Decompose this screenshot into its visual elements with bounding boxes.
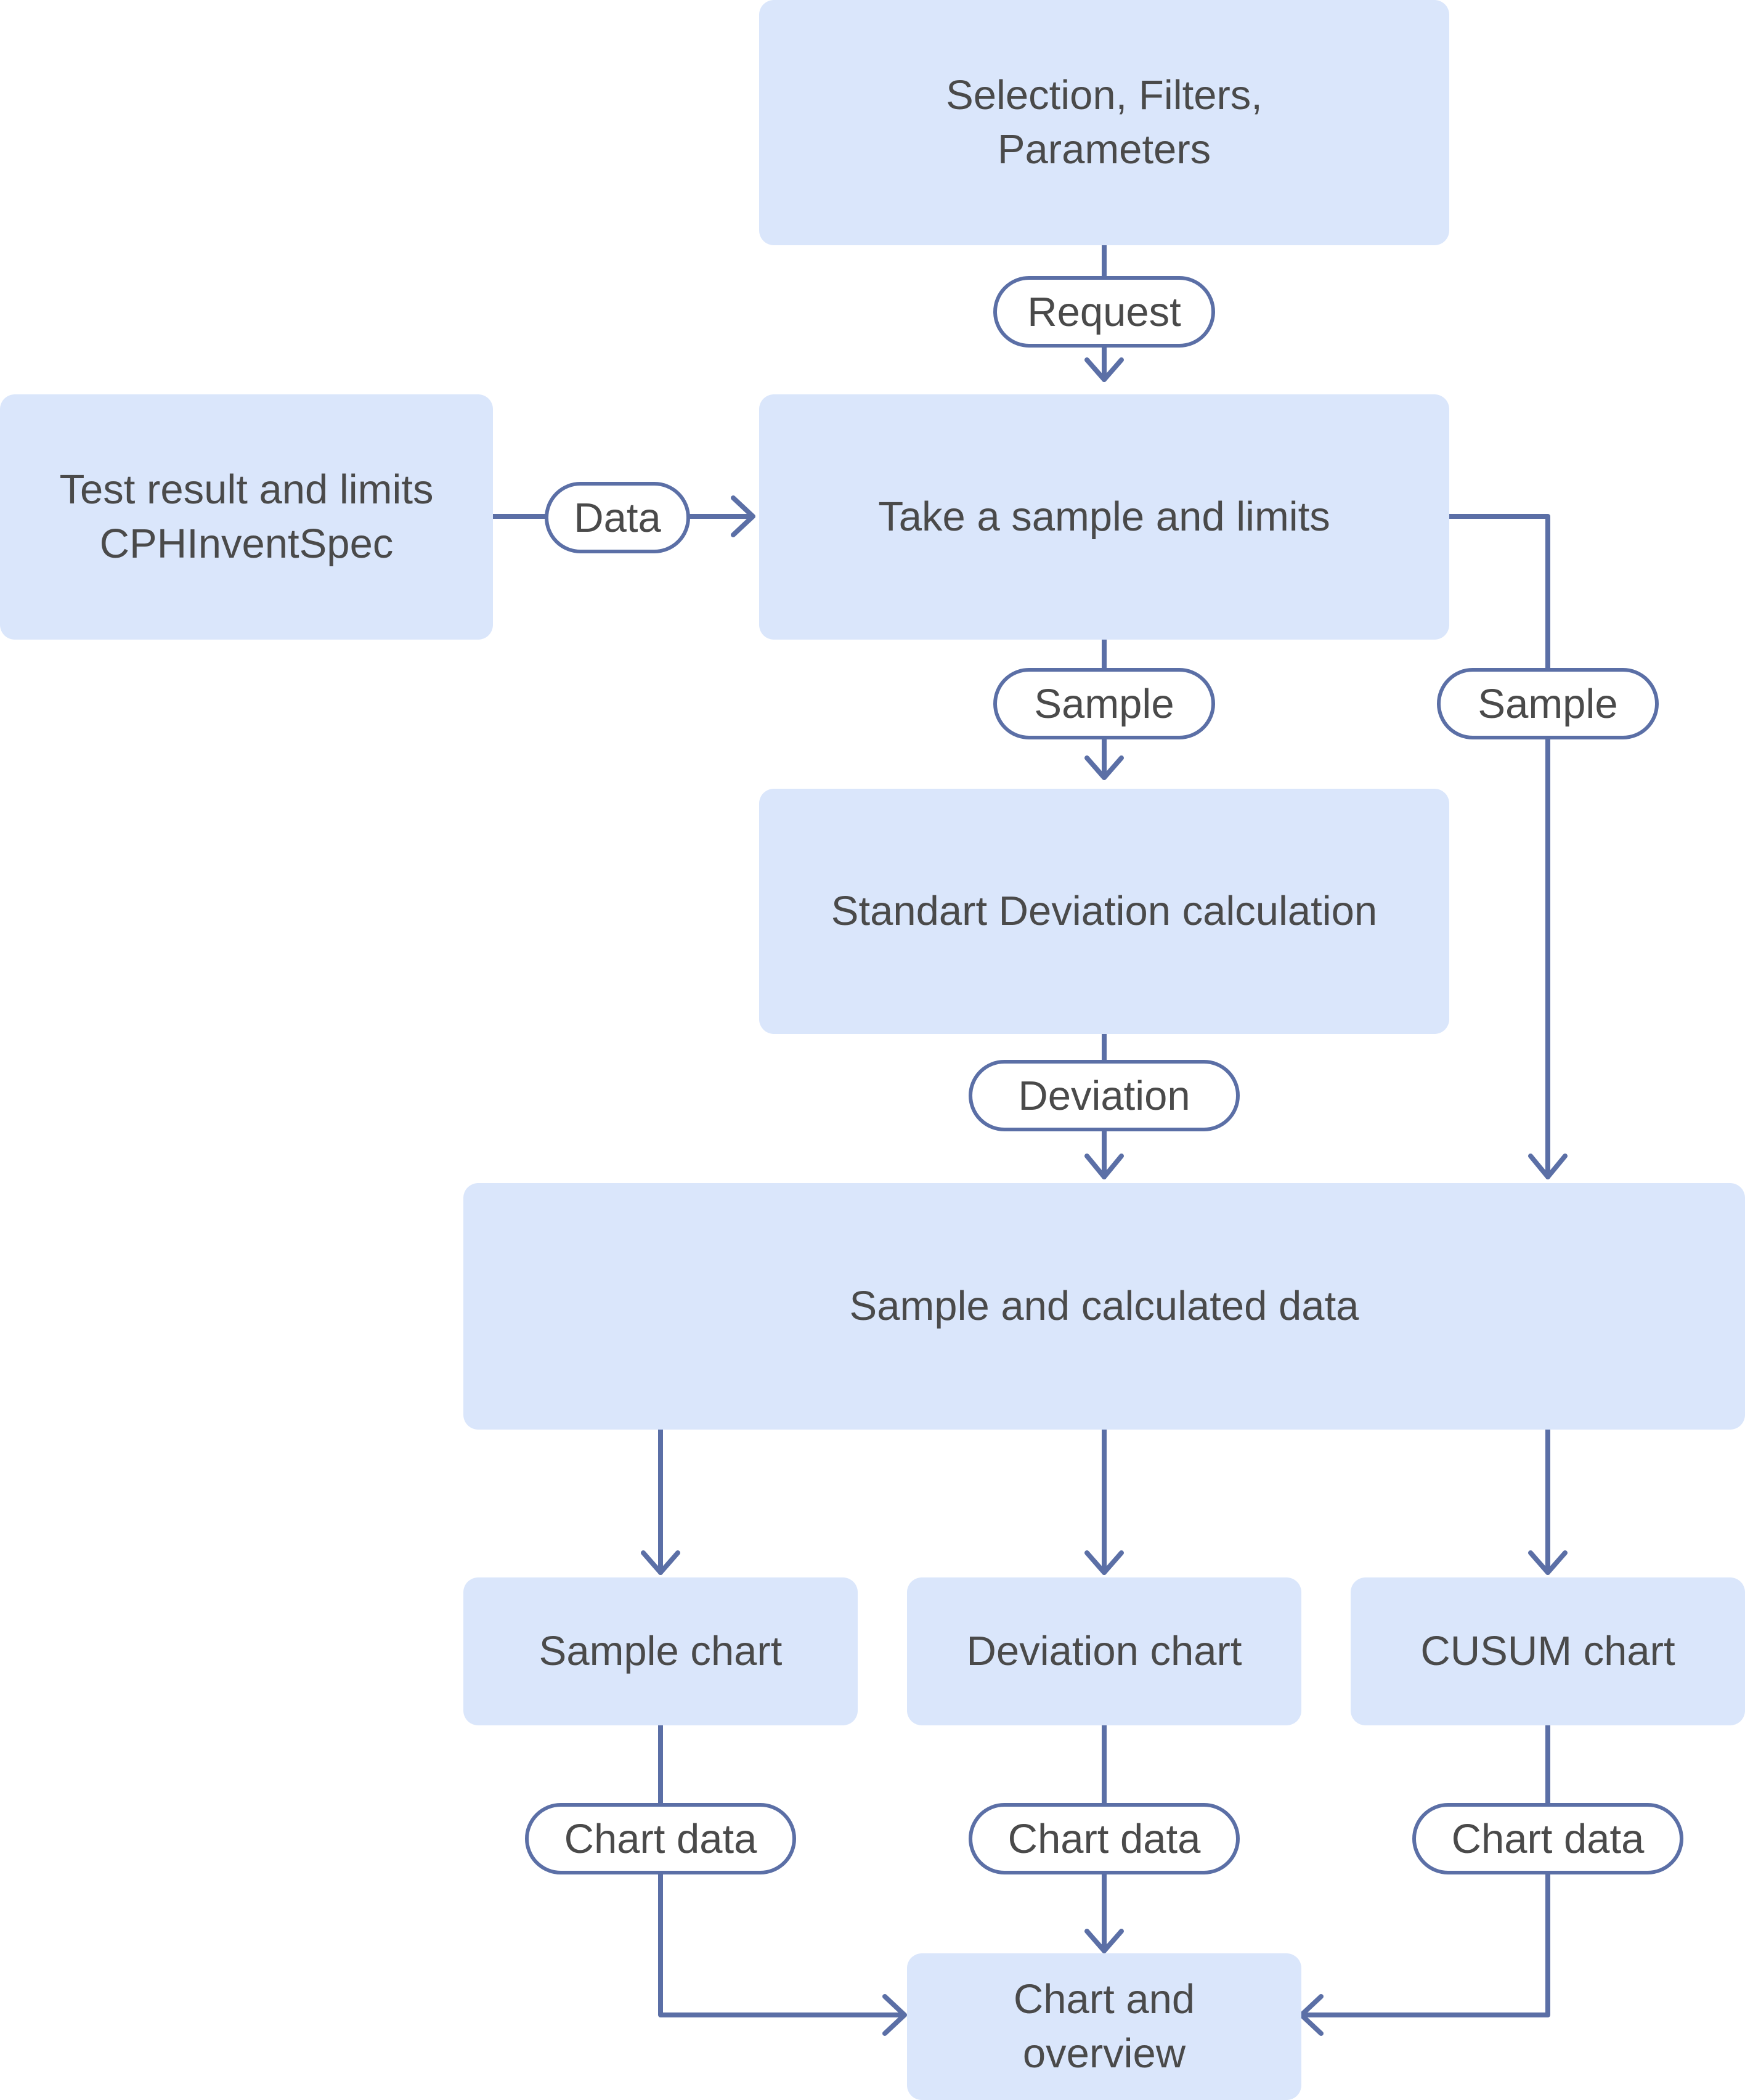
node-label: Standart Deviation calculation — [831, 888, 1378, 934]
node-sample-chart: Sample chart — [463, 1577, 858, 1725]
node-sample-and-calculated-data: Sample and calculated data — [463, 1183, 1745, 1430]
edge-label-request: Request — [993, 276, 1215, 348]
edge-label-deviation: Deviation — [969, 1060, 1240, 1131]
node-selection-filters-parameters: Selection, Filters, Parameters — [759, 0, 1449, 245]
node-label: Take a sample and limits — [878, 494, 1330, 540]
node-label: CUSUM chart — [1420, 1628, 1675, 1674]
arrowhead-overview-top — [1084, 1929, 1124, 1953]
node-label: Sample chart — [539, 1628, 783, 1674]
arrowhead-take-sample — [1084, 357, 1124, 382]
arrowhead-cusum-chart — [1528, 1550, 1568, 1575]
node-standart-deviation-calculation: Standart Deviation calculation — [759, 789, 1449, 1034]
arrowhead-overview-left — [882, 1994, 907, 2036]
arrowhead-std-dev — [1084, 755, 1124, 780]
edge-label-chart-data-mid: Chart data — [969, 1803, 1240, 1874]
arrowhead-sample-chart — [641, 1550, 680, 1575]
arrowhead-sample-calc-mid — [1084, 1154, 1124, 1179]
node-label: Test result and limits CPHInventSpec — [59, 466, 434, 567]
node-label: Selection, Filters, Parameters — [946, 72, 1263, 173]
connector-take-sample-to-sample-calc-right — [1447, 514, 1550, 1179]
arrowhead-sample-calc-right — [1528, 1154, 1568, 1179]
node-label: Chart and overview — [1013, 1976, 1195, 2077]
arrowhead-take-sample-left — [731, 495, 755, 537]
edge-label-data: Data — [545, 482, 690, 553]
node-label: Sample and calculated data — [849, 1283, 1359, 1329]
edge-label-chart-data-left: Chart data — [525, 1803, 796, 1874]
node-cusum-chart: CUSUM chart — [1351, 1577, 1745, 1725]
arrowhead-deviation-chart — [1084, 1550, 1124, 1575]
edge-label-chart-data-right: Chart data — [1412, 1803, 1683, 1874]
node-test-result-and-limits: Test result and limits CPHInventSpec — [0, 394, 493, 640]
node-deviation-chart: Deviation chart — [907, 1577, 1301, 1725]
arrowhead-overview-right — [1299, 1994, 1324, 2036]
edge-label-sample-mid: Sample — [993, 668, 1215, 739]
node-label: Deviation chart — [966, 1628, 1242, 1674]
node-chart-and-overview: Chart and overview — [907, 1953, 1301, 2100]
edge-label-sample-right: Sample — [1437, 668, 1659, 739]
node-take-sample-and-limits: Take a sample and limits — [759, 394, 1449, 640]
